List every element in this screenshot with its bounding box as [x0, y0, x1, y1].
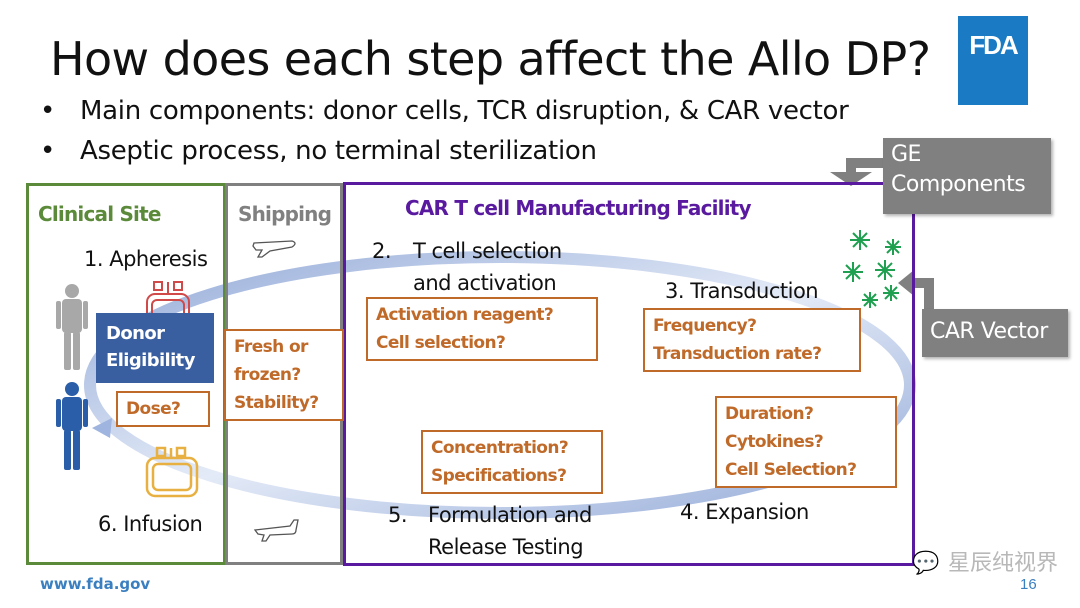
question-box-shipping: Fresh or frozen? Stability? [224, 329, 344, 421]
car-vector-particles-icon [843, 230, 901, 308]
step-2-line2: and activation [413, 271, 557, 295]
question-text: Concentration? [431, 438, 569, 458]
question-text: Dose? [126, 399, 181, 419]
page-number: 16 [1020, 576, 1037, 593]
step-5-line2: Release Testing [428, 535, 584, 559]
donor-eligibility-line1: Donor [106, 323, 165, 344]
step-4-expansion: 4. Expansion [680, 500, 809, 524]
car-vector-callout: CAR Vector [922, 309, 1068, 357]
airplane-return-icon [253, 519, 299, 542]
donor-eligibility-line2: Eligibility [106, 350, 195, 371]
ge-components-callout: GE Components [883, 138, 1051, 214]
manufacturing-facility-section [343, 182, 915, 566]
question-text: Stability? [234, 393, 319, 413]
watermark-text: 星辰纯视界 [948, 551, 1059, 576]
question-text: Cell Selection? [725, 460, 857, 480]
question-box-activation: Activation reagent? Cell selection? [366, 297, 598, 361]
question-box-formulation: Concentration? Specifications? [421, 430, 603, 494]
donor-figure-icon [56, 284, 88, 370]
question-text: Activation reagent? [376, 305, 554, 325]
shipping-label: Shipping [238, 202, 332, 226]
question-text: Fresh or [234, 337, 308, 357]
bullet-dot: • [40, 96, 56, 126]
question-text: Duration? [725, 404, 814, 424]
question-text: Specifications? [431, 466, 567, 486]
question-box-transduction: Frequency? Transduction rate? [643, 308, 861, 372]
ge-callout-arrow-icon [830, 158, 886, 186]
question-text: frozen? [234, 365, 301, 385]
bullet-text: Main components: donor cells, TCR disrup… [80, 96, 849, 126]
bullet-item: • Main components: donor cells, TCR disru… [40, 96, 849, 126]
question-box-dose: Dose? [116, 391, 210, 427]
airplane-outbound-icon [252, 240, 296, 258]
question-text: Cell selection? [376, 333, 506, 353]
question-text: Frequency? [653, 316, 757, 336]
patient-figure-icon [56, 382, 88, 470]
car-callout-arrow-icon [898, 270, 934, 312]
slide-title: How does each step affect the Allo DP? [50, 32, 931, 86]
watermark: 💬 星辰纯视界 [912, 545, 1058, 577]
callout-text: GE [891, 142, 921, 167]
step-3-transduction: 3. Transduction [665, 279, 819, 303]
bullet-dot: • [40, 136, 56, 166]
footer-url[interactable]: www.fda.gov [40, 575, 151, 593]
manufacturing-facility-label: CAR T cell Manufacturing Facility [405, 196, 752, 220]
step-5-line1: Formulation and [428, 503, 592, 527]
step-6-infusion: 6. Infusion [98, 512, 203, 536]
callout-text: Components [891, 172, 1026, 197]
wechat-icon: 💬 [912, 551, 940, 576]
fda-logo: FDA [958, 16, 1028, 105]
step-1-apheresis: 1. Apheresis [84, 247, 208, 271]
clinical-site-label: Clinical Site [38, 202, 161, 226]
step-2-line1: T cell selection [413, 239, 562, 263]
callout-text: CAR Vector [930, 319, 1048, 344]
infusion-bag-icon [145, 446, 199, 498]
cycle-arrowhead [92, 418, 112, 438]
question-text: Cytokines? [725, 432, 824, 452]
process-cycle-ring [84, 251, 916, 519]
bullet-item: • Aseptic process, no terminal sterilizat… [40, 136, 597, 166]
donor-eligibility-box: Donor Eligibility [96, 313, 214, 383]
step-5-number: 5. [388, 503, 408, 527]
question-text: Transduction rate? [653, 344, 822, 364]
question-box-expansion: Duration? Cytokines? Cell Selection? [715, 396, 897, 488]
bullet-text: Aseptic process, no terminal sterilizati… [80, 136, 597, 166]
step-2-number: 2. [372, 239, 392, 263]
